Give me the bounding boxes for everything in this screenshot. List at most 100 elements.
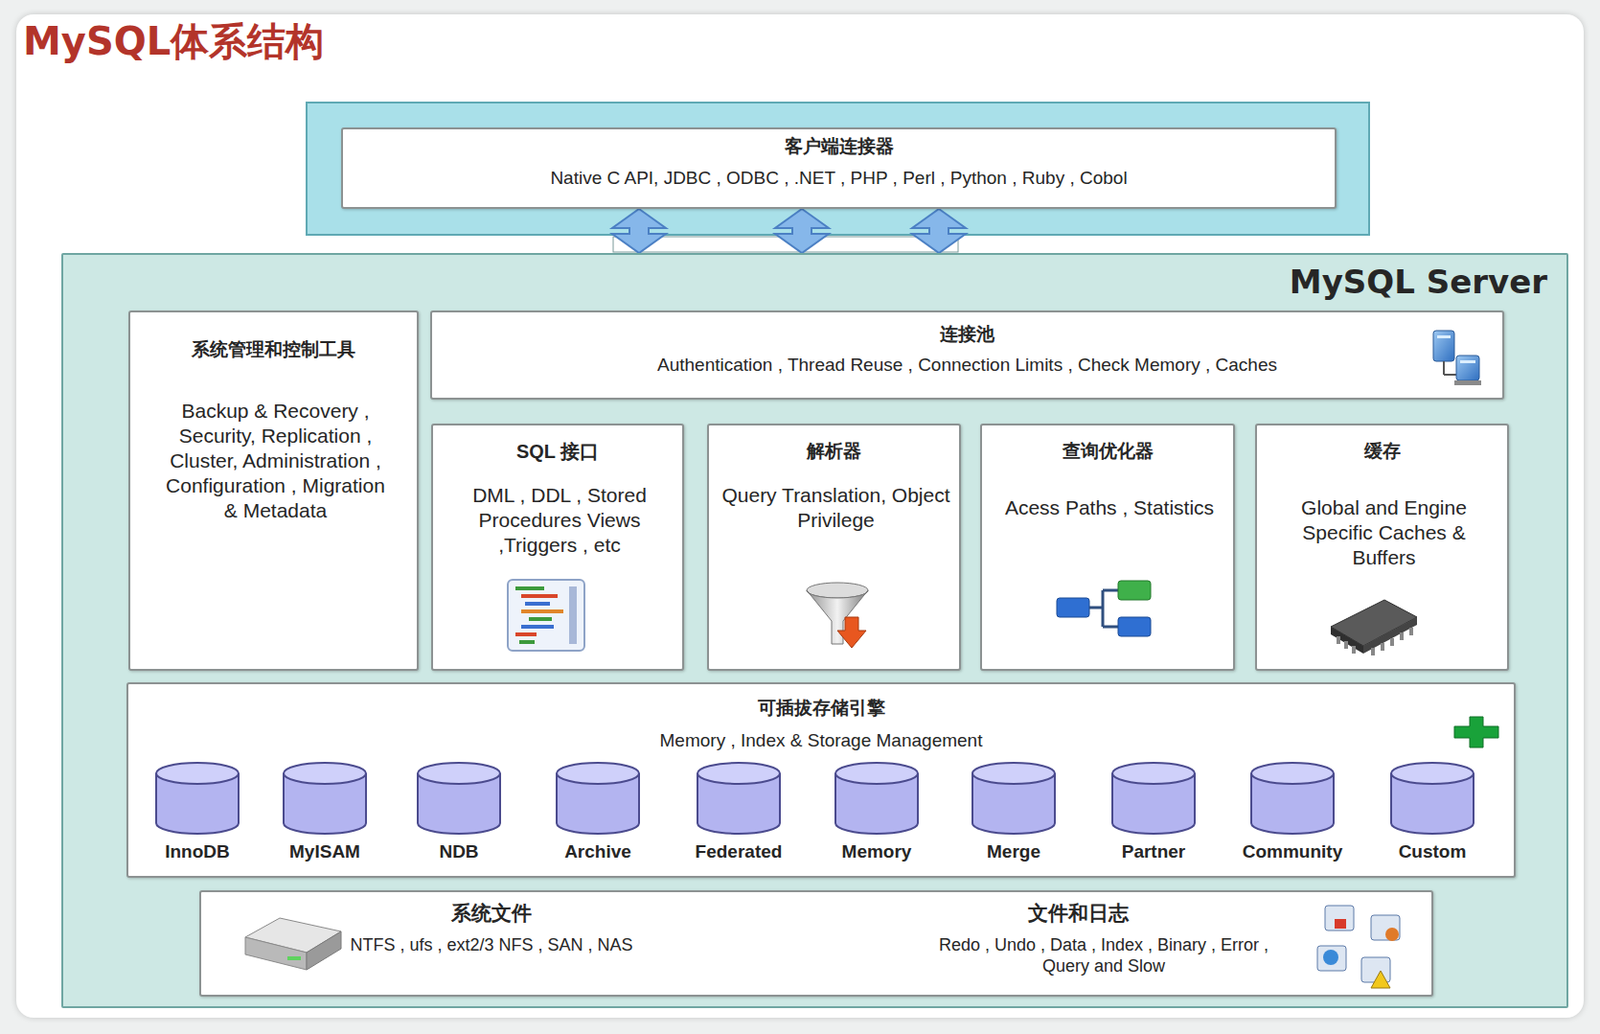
node-heading: 系统管理和控制工具 — [130, 337, 417, 363]
node-heading: 缓存 — [1257, 438, 1508, 464]
node-heading: SQL 接口 — [433, 438, 683, 465]
text-slot: 文件和日志 — [962, 899, 1193, 927]
cylinder-icon — [1109, 760, 1198, 836]
node-body: Redo , Undo , Data , Index , Binary , Er… — [921, 934, 1286, 977]
connector-box: 客户端连接器 Native C API, JDBC , ODBC , .NET ,… — [341, 127, 1337, 209]
double-arrow — [775, 208, 829, 253]
engine-cylinder: Federated — [666, 760, 811, 874]
node-heading: MyISAM — [252, 841, 397, 863]
title-slot: MySQL体系结构 — [22, 15, 324, 69]
cache-box: 缓存 Global and Engine Specific Caches & Bu… — [1255, 423, 1509, 671]
node-heading: 解析器 — [708, 438, 960, 464]
text-slot: Merge — [941, 841, 1086, 863]
engine-cylinder: InnoDB — [125, 760, 270, 874]
text-slot: Memory — [804, 841, 949, 863]
chip-icon — [1323, 588, 1423, 658]
node-body: 文件和日志 — [962, 899, 1193, 927]
pool-icon — [1427, 326, 1486, 390]
logs-icon — [1311, 901, 1425, 994]
node-heading: InnoDB — [125, 841, 270, 863]
funnel-icon — [802, 580, 880, 650]
node-body: DML , DDL , Stored Procedures Views ,Tri… — [440, 482, 679, 558]
node-heading: Partner — [1081, 841, 1226, 863]
engine-cylinder: MyISAM — [252, 760, 397, 874]
text-slot: 查询优化器 — [982, 438, 1234, 464]
sql-icon — [502, 576, 591, 654]
engine-cylinder: Merge — [941, 760, 1086, 874]
node-heading: 连接池 — [432, 321, 1503, 347]
optimizer-box: 查询优化器 Acess Paths , Statistics — [980, 423, 1235, 671]
engine-cylinder: NDB — [387, 760, 531, 874]
double-arrow — [912, 208, 966, 253]
text-slot: NDB — [387, 841, 531, 863]
text-slot: Archive — [525, 841, 670, 863]
engine-cylinder: Community — [1220, 760, 1365, 874]
text-slot: 可插拔存储引擎 — [128, 695, 1514, 721]
node-heading: MySQL Server — [1289, 262, 1548, 301]
engine-cylinder: Custom — [1360, 760, 1505, 874]
node-heading: Merge — [941, 841, 1086, 863]
text-slot: 系统管理和控制工具 — [130, 337, 417, 363]
cylinder-icon — [694, 760, 783, 836]
node-heading: NDB — [387, 841, 531, 863]
parser-box: 解析器 Query Translation, Object Privilege — [707, 423, 961, 671]
node-body: Backup & Recovery , Security, Replicatio… — [159, 398, 392, 524]
node-heading: Memory — [804, 841, 949, 863]
cylinder-icon — [969, 760, 1058, 836]
text-slot: Global and Engine Specific Caches & Buff… — [1268, 495, 1500, 571]
engine-cylinder: Memory — [804, 760, 949, 874]
cylinder-icon — [1388, 760, 1477, 836]
text-slot: Authentication , Thread Reuse , Connecti… — [432, 354, 1503, 376]
text-slot: 客户端连接器 — [342, 134, 1335, 160]
node-heading: Custom — [1360, 841, 1505, 863]
node-heading: Community — [1220, 841, 1365, 863]
text-slot: Partner — [1081, 841, 1226, 863]
text-slot: Query Translation, Object Privilege — [718, 482, 954, 533]
text-slot: NTFS , ufs , ext2/3 NFS , SAN , NAS — [347, 934, 636, 956]
text-slot: 解析器 — [708, 438, 960, 464]
node-heading: Federated — [666, 841, 811, 863]
text-slot: Redo , Undo , Data , Index , Binary , Er… — [921, 934, 1286, 977]
cylinder-icon — [832, 760, 921, 836]
text-slot: Backup & Recovery , Security, Replicatio… — [159, 398, 392, 524]
node-heading: 查询优化器 — [982, 438, 1234, 464]
text-slot: MySQL Server — [1289, 262, 1548, 301]
text-slot: Community — [1220, 841, 1365, 863]
node-heading: Archive — [525, 841, 670, 863]
node-body: Authentication , Thread Reuse , Connecti… — [432, 354, 1503, 376]
text-slot: InnoDB — [125, 841, 270, 863]
text-slot: Federated — [666, 841, 811, 863]
tree-icon — [1054, 578, 1155, 639]
node-heading: 可插拔存储引擎 — [128, 695, 1514, 721]
cylinder-icon — [1248, 760, 1337, 836]
pool-box: 连接池 Authentication , Thread Reuse , Conne… — [430, 310, 1505, 400]
text-slot: 缓存 — [1257, 438, 1508, 464]
node-body: Native C API, JDBC , ODBC , .NET , PHP ,… — [342, 167, 1335, 189]
double-arrow — [612, 208, 666, 253]
file-box: 系统文件 NTFS , ufs , ext2/3 NFS , SAN , NAS 文… — [199, 890, 1434, 997]
node-heading: 系统文件 — [395, 899, 588, 927]
diagram-title: MySQL体系结构 — [22, 15, 324, 69]
node-body: Acess Paths , Statistics — [1001, 495, 1218, 521]
engine-cylinder: Archive — [525, 760, 670, 874]
cylinder-icon — [414, 760, 503, 836]
text-slot: Native C API, JDBC , ODBC , .NET , PHP ,… — [342, 167, 1335, 189]
server-panel: MySQL Server 系统管理和控制工具 Backup & Recovery ,… — [61, 252, 1569, 1008]
engine-cylinder: Partner — [1081, 760, 1226, 874]
disk-icon — [241, 912, 345, 974]
node-body: NTFS , ufs , ext2/3 NFS , SAN , NAS — [347, 934, 636, 956]
sql-box: SQL 接口 DML , DDL , Stored Procedures View… — [431, 423, 685, 671]
tools-box: 系统管理和控制工具 Backup & Recovery , Security, R… — [128, 310, 419, 671]
text-slot: MyISAM — [252, 841, 397, 863]
node-body: Global and Engine Specific Caches & Buff… — [1268, 495, 1500, 571]
text-slot: Acess Paths , Statistics — [1001, 495, 1218, 521]
cylinder-icon — [153, 760, 242, 836]
text-slot: Custom — [1360, 841, 1505, 863]
text-slot: Memory , Index & Storage Management — [128, 730, 1514, 752]
text-slot: 系统文件 — [395, 899, 588, 927]
text-slot: DML , DDL , Stored Procedures Views ,Tri… — [440, 482, 679, 558]
client-band — [306, 102, 1370, 235]
cylinder-icon — [553, 760, 642, 836]
node-heading: 客户端连接器 — [342, 134, 1335, 160]
